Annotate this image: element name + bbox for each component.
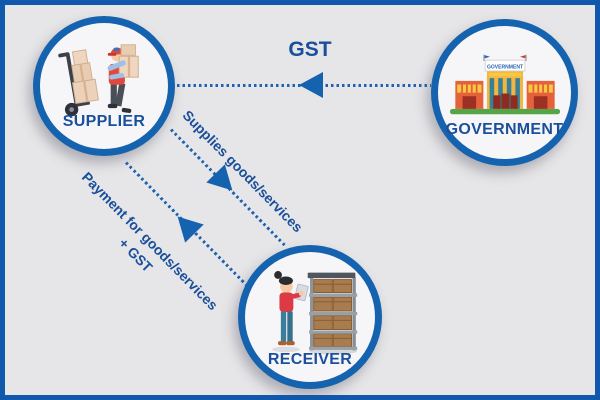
receiver-label: RECEIVER (267, 351, 353, 368)
edge-payment-label-line2: + GST (116, 234, 157, 275)
edge-supplies-label: Supplies goods/services (179, 107, 307, 236)
supplier-label: SUPPLIER (62, 113, 146, 130)
delivery-man-with-boxes-icon (58, 44, 139, 117)
edge-payment-label: Payment for goods/services + GST (63, 168, 222, 329)
government-building-icon: GOVERNMENT (449, 54, 560, 115)
edge-gst-arrowhead-left (299, 72, 323, 98)
node-supplier: SUPPLIER (33, 16, 175, 156)
edge-payment-label-line1: Payment for goods/services (78, 168, 222, 314)
node-receiver: RECEIVER (238, 245, 382, 389)
government-label: GOVERNMENT (445, 121, 564, 138)
woman-checking-warehouse-shelf-icon (272, 271, 358, 355)
government-building-sign: GOVERNMENT (486, 64, 523, 70)
edge-gst-label: GST (288, 38, 332, 61)
node-government: GOVERNMENT GOVERNMENT (431, 19, 578, 166)
